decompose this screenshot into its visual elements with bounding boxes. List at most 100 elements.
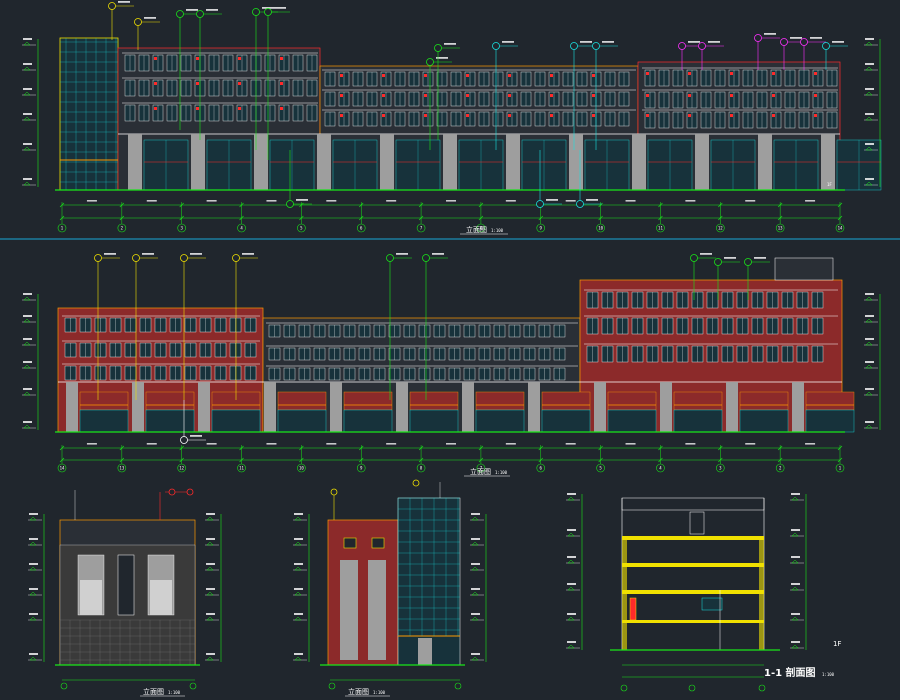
callout-bubble [134, 18, 142, 26]
axis-bubble [536, 223, 546, 233]
callout-bubble [94, 254, 102, 262]
front-scale: 1:100 [491, 228, 504, 233]
shopfront [145, 409, 195, 433]
callout-bubble [690, 254, 698, 262]
callout-bubble [108, 2, 116, 10]
back-scale: 1:100 [495, 470, 508, 475]
axis-label: 13 [778, 226, 783, 231]
pillar [264, 382, 276, 432]
pillar [443, 134, 457, 190]
axis-label: 11 [239, 466, 244, 471]
pillar [821, 134, 835, 190]
pillar [462, 382, 474, 432]
pillar [128, 134, 142, 190]
axis-label: 12 [179, 466, 184, 471]
callout-bubble [576, 200, 584, 208]
axis-label: 14 [838, 226, 843, 231]
axis-bubble [356, 463, 366, 473]
pillar [594, 382, 606, 432]
axis-label: 2 [121, 226, 124, 231]
pillar [758, 134, 772, 190]
side-left-title: 立面图 [143, 687, 164, 696]
front-title: 立面图 [466, 225, 487, 234]
back-roof-box [774, 257, 834, 281]
callout-bubble [176, 10, 184, 18]
axis-bubble [416, 463, 426, 473]
axis-label: 9 [360, 466, 363, 471]
axis-label: 14 [60, 466, 65, 471]
axis-bubble [596, 223, 605, 233]
shopfront [541, 409, 591, 433]
callout-bubble [698, 42, 706, 50]
axis-label: 5 [599, 466, 602, 471]
axis-bubble [656, 223, 665, 233]
callout-bubble [252, 8, 260, 16]
callout-bubble [434, 44, 442, 52]
back-shopfronts [58, 381, 855, 433]
shopfront [277, 409, 327, 433]
axis-bubble [57, 463, 67, 473]
axis-label: 13 [119, 466, 124, 471]
front-floor-label: 1F [827, 182, 832, 187]
pillar [132, 382, 144, 432]
axis-bubble [596, 463, 605, 473]
callout-bubble [592, 42, 600, 50]
side-right-title: 立面图 [348, 687, 369, 696]
axis-bubble [57, 223, 67, 233]
front-callouts [108, 1, 848, 208]
axis-bubble [297, 223, 306, 233]
pillar [254, 134, 268, 190]
shopfront [211, 409, 261, 433]
axis-label: 9 [540, 226, 543, 231]
callout-bubble [180, 254, 188, 262]
axis-label: 8 [480, 226, 483, 231]
axis-label: 4 [659, 466, 662, 471]
axis-bubble [476, 463, 486, 473]
callout-bubble [754, 34, 762, 42]
pillar [380, 134, 394, 190]
pillar [198, 382, 210, 432]
callout-bubble [492, 42, 500, 50]
axis-label: 10 [299, 466, 304, 471]
pillar [792, 382, 804, 432]
callout-bubble [570, 42, 578, 50]
back-title: 立面图 [470, 467, 491, 476]
axis-label: 8 [420, 466, 423, 471]
front-stair-tower [59, 37, 119, 191]
pillar [330, 382, 342, 432]
shopfront [79, 409, 129, 433]
front-level-marks [22, 38, 881, 187]
pillar [191, 134, 205, 190]
callout-bubble [426, 58, 434, 66]
section-1-1: 1-1 剖面图 1:100 1F [566, 493, 841, 692]
pillar [726, 382, 738, 432]
axis-bubble [835, 463, 845, 473]
callout-bubble [714, 258, 722, 266]
callout-bubble [132, 254, 140, 262]
axis-bubble [237, 223, 246, 233]
shopfront [475, 409, 525, 433]
axis-bubble [835, 223, 845, 233]
shopfront [805, 409, 855, 433]
axis-label: 7 [420, 226, 423, 231]
axis-bubble [416, 223, 426, 233]
axis-label: 6 [360, 226, 363, 231]
side-elevation-left: 立面图 1:100 [28, 488, 222, 697]
axis-label: 5 [300, 226, 303, 231]
callout-bubble [678, 42, 686, 50]
axis-bubble [177, 223, 186, 233]
axis-bubble [237, 463, 246, 473]
callout-bubble [180, 436, 188, 444]
callout-bubble [286, 200, 294, 208]
axis-label: 4 [240, 226, 243, 231]
axis-bubble [716, 223, 725, 233]
callout-bubble [536, 200, 544, 208]
axis-label: 1 [61, 226, 64, 231]
section-floor-label: 1F [833, 640, 841, 648]
axis-bubble [656, 463, 665, 473]
axis-label: 11 [658, 226, 663, 231]
shopfront [343, 409, 393, 433]
